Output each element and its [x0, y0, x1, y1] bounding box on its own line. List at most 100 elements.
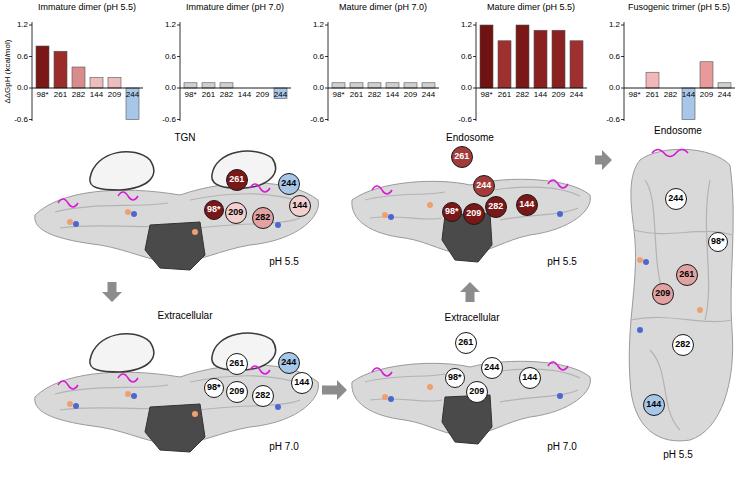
residue-circle: 261 — [455, 332, 477, 354]
bar — [700, 62, 713, 88]
chart-title: Mature dimer (pH 5.5) — [487, 2, 575, 12]
residue-label: 244 — [126, 90, 139, 99]
residue-number: 209 — [466, 209, 481, 218]
residue-number: 144 — [519, 200, 534, 209]
tick-mark — [621, 25, 624, 26]
residue-circle: 144 — [289, 195, 311, 217]
residue-label: 244 — [718, 90, 731, 99]
residue-circle: 261 — [451, 146, 473, 168]
ph-label: pH 7.0 — [268, 441, 299, 453]
tick-mark — [621, 119, 624, 120]
tick-mark — [325, 25, 328, 26]
tick-label: 1.2 — [313, 20, 324, 29]
chart-title: Mature dimer (pH 7.0) — [339, 2, 427, 12]
residue-number: 209 — [229, 387, 244, 396]
residue-circle: 98* — [204, 378, 224, 398]
tick-label: 1.2 — [609, 20, 620, 29]
residue-number: 282 — [488, 202, 503, 211]
ph-label: pH 5.5 — [546, 256, 577, 268]
tick-mark — [621, 56, 624, 57]
fusogenic-trimer-structure — [629, 149, 733, 441]
residue-label: 144 — [238, 90, 251, 99]
tick-mark — [177, 56, 180, 57]
residue-number: 98* — [207, 383, 221, 392]
residue-circle: 144 — [519, 367, 541, 389]
residue-circle: 261 — [226, 169, 248, 191]
bar — [570, 41, 583, 88]
bar — [552, 30, 565, 88]
tick-label: 0.6 — [461, 52, 472, 61]
stage-name: Extracellular — [156, 310, 213, 322]
bar — [534, 30, 547, 88]
residue-number: 282 — [255, 391, 270, 400]
residue-circle: 282 — [252, 207, 274, 229]
residue-label: 244 — [422, 90, 435, 99]
zero-line — [180, 88, 291, 89]
tick-label: 0.6 — [165, 52, 176, 61]
residue-label: 261 — [54, 90, 67, 99]
bar — [332, 83, 345, 88]
tick-mark — [29, 25, 32, 26]
residue-label: 144 — [386, 90, 399, 99]
residue-number: 209 — [228, 208, 243, 217]
y-axis — [328, 22, 329, 121]
stage-name: TGN — [173, 132, 196, 144]
ph-label: pH 7.0 — [546, 441, 577, 453]
residue-circle: 98* — [708, 232, 728, 252]
stage-panel: EndosomepH 5.526124414428298*209 — [347, 118, 595, 282]
y-axis — [476, 22, 477, 121]
bar — [498, 41, 511, 88]
zero-line — [328, 88, 439, 89]
stage-name: Endosome — [653, 125, 703, 137]
residue-label: 282 — [72, 90, 85, 99]
residue-label: 98* — [332, 90, 344, 99]
residue-label: 244 — [570, 90, 583, 99]
residue-circle: 144 — [643, 394, 665, 416]
residue-label: 144 — [682, 90, 695, 99]
tick-mark — [325, 56, 328, 57]
bar — [404, 83, 417, 88]
y-axis — [180, 22, 181, 121]
residue-number: 98* — [711, 237, 725, 246]
tick-mark — [325, 88, 328, 89]
residue-number: 144 — [294, 378, 309, 387]
zero-line — [476, 88, 587, 89]
residue-label: 98* — [480, 90, 492, 99]
ph-label: pH 5.5 — [268, 256, 299, 268]
bar — [368, 83, 381, 88]
residue-circle: 282 — [252, 385, 274, 407]
residue-label: 282 — [220, 90, 233, 99]
ph-label: pH 5.5 — [662, 449, 693, 461]
residue-number: 282 — [675, 340, 690, 349]
residue-circle: 282 — [672, 334, 694, 356]
bar-charts — [29, 22, 735, 121]
bar — [90, 78, 103, 89]
residue-label: 98* — [184, 90, 196, 99]
residue-number: 144 — [522, 373, 537, 382]
residue-label: 261 — [498, 90, 511, 99]
residue-label: 282 — [516, 90, 529, 99]
residue-number: 244 — [281, 179, 296, 188]
chart-title: Fusogenic trimer (pH 5.5) — [628, 2, 730, 12]
residue-circle: 209 — [652, 283, 674, 305]
tick-mark — [177, 88, 180, 89]
transition-arrow — [460, 282, 480, 302]
residue-label: 282 — [664, 90, 677, 99]
tick-label: 1.2 — [17, 20, 28, 29]
y-axis — [32, 22, 33, 121]
extracellular-immature-structure — [35, 333, 319, 452]
residue-label: 98* — [36, 90, 48, 99]
residue-circle: 261 — [676, 264, 698, 286]
bar — [682, 88, 695, 120]
residue-label: 209 — [404, 90, 417, 99]
stage-name: Extracellular — [443, 312, 500, 324]
tick-mark — [29, 119, 32, 120]
tick-label: -0.6 — [14, 115, 28, 124]
tick-label: -0.6 — [162, 115, 176, 124]
residue-number: 244 — [281, 358, 296, 367]
tick-label: 0.0 — [461, 83, 472, 92]
tick-label: 0.6 — [17, 52, 28, 61]
